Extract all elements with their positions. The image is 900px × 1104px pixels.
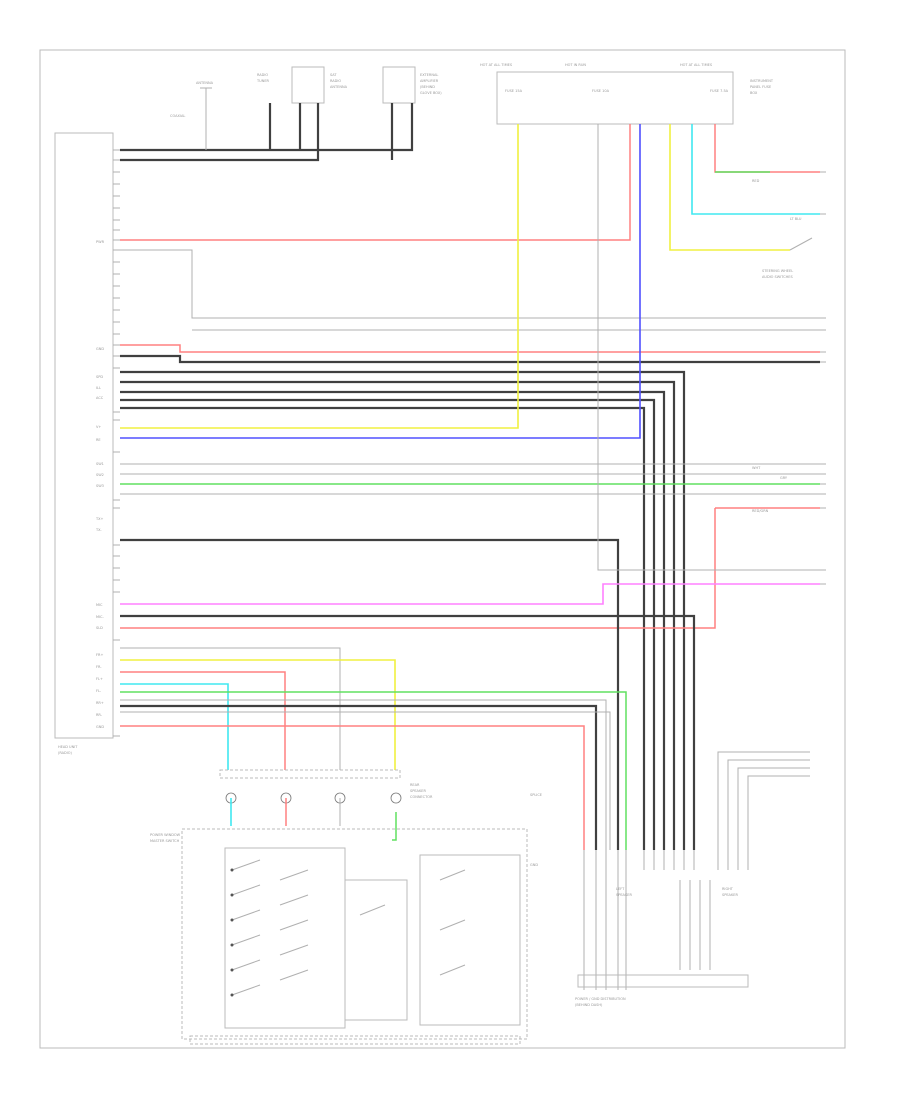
svg-text:FR+: FR+ [96, 653, 103, 657]
svg-text:FR-: FR- [96, 665, 102, 669]
svg-text:HOT IN RUN: HOT IN RUN [565, 63, 586, 67]
svg-text:SPD: SPD [96, 375, 103, 379]
svg-text:CONNECTOR: CONNECTOR [410, 795, 433, 799]
svg-text:(BEHIND: (BEHIND [420, 85, 435, 89]
svg-text:BOX: BOX [750, 91, 758, 95]
svg-text:SPEAKER: SPEAKER [616, 893, 632, 897]
svg-text:RR-: RR- [96, 713, 103, 717]
red-wire-2 [120, 344, 820, 353]
svg-text:FUSE 15A: FUSE 15A [505, 89, 523, 93]
antenna-symbol: ANTENNA COAXIAL [170, 81, 214, 150]
svg-text:INSTRUMENT: INSTRUMENT [750, 79, 774, 83]
svg-text:FUSE 7.5A: FUSE 7.5A [710, 89, 729, 93]
svg-text:FUSE 10A: FUSE 10A [592, 89, 610, 93]
ground-wire-2 [120, 538, 620, 850]
svg-text:SW2: SW2 [96, 473, 104, 477]
svg-text:PANEL FUSE: PANEL FUSE [750, 85, 771, 89]
cyan-feed [691, 124, 820, 215]
junction-block [496, 71, 734, 125]
svg-text:GRY: GRY [780, 476, 788, 480]
svg-text:RIGHT: RIGHT [722, 887, 734, 891]
svg-text:FL+: FL+ [96, 677, 103, 681]
cyan-speaker-wire [120, 683, 229, 770]
svg-text:RE: RE [96, 438, 101, 442]
svg-text:GND: GND [96, 725, 104, 729]
blue-wire [120, 124, 641, 439]
svg-text:MASTER SWITCH: MASTER SWITCH [150, 839, 180, 843]
switch-contacts [230, 859, 466, 997]
svg-text:POWER WINDOW: POWER WINDOW [150, 833, 181, 837]
svg-text:STEERING WHEEL: STEERING WHEEL [762, 269, 793, 273]
svg-text:GND: GND [96, 347, 104, 351]
svg-text:GND: GND [530, 863, 538, 867]
svg-text:HOT AT ALL TIMES: HOT AT ALL TIMES [680, 63, 713, 67]
lower-right-connectors: POWER / GND DISTRIBUTION (BEHIND DASH) L… [530, 751, 810, 1007]
svg-text:SPLICE: SPLICE [530, 793, 542, 797]
svg-text:RED: RED [752, 179, 760, 183]
svg-text:GLOVE BOX): GLOVE BOX) [420, 91, 442, 95]
yellow-wire [120, 124, 519, 429]
yellow-feed [669, 124, 790, 251]
svg-text:RADIO: RADIO [257, 73, 268, 77]
svg-text:SPEAKER: SPEAKER [410, 789, 426, 793]
head-unit-pin-ticks [113, 149, 120, 737]
speaker-connectors: REAR SPEAKER CONNECTOR [219, 769, 433, 804]
power-window-master-switch [181, 828, 528, 1040]
svg-text:ACC: ACC [96, 396, 104, 400]
passenger-switch-block [419, 854, 521, 1026]
svg-text:POWER / GND DISTRIBUTION: POWER / GND DISTRIBUTION [575, 997, 626, 1001]
svg-text:SW1: SW1 [96, 462, 104, 466]
svg-text:ANTENNA: ANTENNA [196, 81, 214, 85]
svg-text:SLD: SLD [96, 626, 103, 630]
svg-text:ILL: ILL [96, 386, 101, 390]
svg-text:TUNER: TUNER [256, 79, 270, 83]
svg-text:PWR: PWR [96, 240, 105, 244]
svg-text:MIC-: MIC- [96, 615, 104, 619]
svg-text:EXTERNAL: EXTERNAL [420, 73, 438, 77]
right-side-labels: RED LT BLU STEERING WHEEL AUDIO SWITCHES… [752, 179, 802, 513]
svg-text:LT BLU: LT BLU [790, 217, 802, 221]
svg-text:WHT: WHT [752, 466, 761, 470]
svg-text:TX-: TX- [95, 528, 102, 532]
satellite-tuner-module [382, 66, 416, 104]
svg-text:AUDIO SWITCHES: AUDIO SWITCHES [762, 275, 793, 279]
top-module-labels: RADIO TUNER SAT RADIO ANTENNA EXTERNAL A… [256, 73, 442, 95]
svg-text:HEAD UNIT: HEAD UNIT [58, 745, 78, 749]
svg-text:SAT: SAT [330, 73, 337, 77]
lock-switch-block [344, 879, 408, 1021]
svg-text:RED/GRN: RED/GRN [752, 509, 769, 513]
svg-text:TX+: TX+ [95, 517, 104, 521]
svg-text:LEFT: LEFT [616, 887, 625, 891]
junction-block-labels: HOT AT ALL TIMES HOT IN RUN HOT AT ALL T… [480, 63, 774, 95]
svg-text:(BEHIND DASH): (BEHIND DASH) [575, 1003, 603, 1007]
svg-text:HOT AT ALL TIMES: HOT AT ALL TIMES [480, 63, 513, 67]
svg-text:SW3: SW3 [96, 484, 104, 488]
svg-text:AMPLIFIER: AMPLIFIER [420, 79, 439, 83]
svg-text:FL-: FL- [96, 689, 102, 693]
svg-text:V+: V+ [96, 425, 101, 429]
gray-wire-1 [120, 249, 820, 319]
head-unit-module [54, 132, 114, 739]
svg-text:SPEAKER: SPEAKER [722, 893, 738, 897]
head-unit-pin-labels: PWR GND SPD ILL ACC V+ RE SW1 SW2 SW3 TX… [58, 240, 105, 755]
svg-text:COAXIAL: COAXIAL [170, 114, 185, 118]
window-switch-block [224, 847, 346, 1029]
svg-text:RR+: RR+ [96, 701, 104, 705]
radio-tuner-module [291, 66, 325, 104]
red-power-wire [120, 124, 631, 241]
svg-text:MIC: MIC [96, 603, 103, 607]
svg-text:REAR: REAR [410, 783, 420, 787]
svg-text:ANTENNA: ANTENNA [330, 85, 348, 89]
pink-wire [120, 583, 820, 605]
svg-text:RADIO: RADIO [330, 79, 341, 83]
yellow-speaker-wire [120, 659, 396, 770]
ground-bundle [120, 370, 686, 850]
svg-text:(RADIO): (RADIO) [58, 751, 73, 755]
sheet-border [39, 49, 846, 1049]
right-edge-terminals [820, 171, 826, 585]
red-speaker-wire [120, 671, 286, 770]
